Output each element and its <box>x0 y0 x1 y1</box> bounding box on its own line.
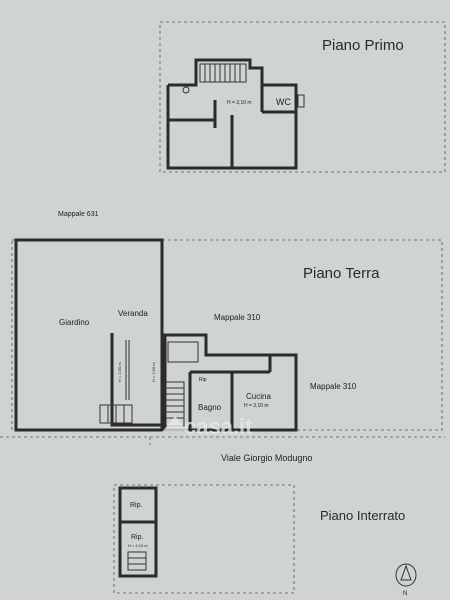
mappale-631-label: Mappale 631 <box>58 211 99 218</box>
mappale-310-right-label: Mappale 310 <box>310 382 357 391</box>
floor-primo-plan <box>159 21 446 173</box>
room-wc-label: WC <box>276 97 291 107</box>
title-piano-primo: Piano Primo <box>322 37 404 54</box>
north-label: N <box>403 591 407 597</box>
garden-outline <box>14 238 164 432</box>
primo-wc-fixture <box>297 94 305 108</box>
floor-terra-plan <box>0 238 445 445</box>
interrato-stairs <box>127 551 147 571</box>
mappale-310-top-label: Mappale 310 <box>214 313 261 322</box>
cucina-label: Cucina <box>246 392 271 401</box>
rip-small-label: Rip <box>199 377 207 383</box>
floor-interrato-plan <box>113 484 295 594</box>
bagno-label: Bagno <box>198 403 222 412</box>
title-piano-terra: Piano Terra <box>303 265 380 282</box>
interrato-outline <box>113 484 295 594</box>
veranda-label: Veranda <box>118 309 148 318</box>
title-piano-interrato: Piano Interrato <box>320 508 405 523</box>
north-arrow-icon: N <box>395 563 417 597</box>
veranda-height-note-2: H = 2,50 m <box>151 362 156 382</box>
cucina-height-note: H = 3,10 m <box>244 403 269 409</box>
street-label: Viale Giorgio Modugno <box>221 453 312 463</box>
primo-height-note: H = 3,10 m <box>227 100 252 106</box>
primo-property-outline <box>159 21 446 173</box>
watermark-text: casa.it <box>184 414 253 439</box>
interrato-height-note: H = 2,10 m <box>128 543 148 548</box>
casa-it-watermark: casa.it <box>162 414 253 439</box>
giardino-label: Giardino <box>59 318 90 327</box>
primo-fixture <box>182 86 190 94</box>
interrato-walls <box>118 486 158 578</box>
primo-stairs <box>199 63 247 83</box>
rip-2-label: Rip. <box>131 534 144 541</box>
house-logo-icon <box>162 416 188 432</box>
veranda-height-note: H = 2,50 m <box>117 362 122 382</box>
primo-outer-walls <box>166 58 298 170</box>
veranda-walls <box>110 333 162 427</box>
rip-1-label: Rip. <box>130 502 143 509</box>
